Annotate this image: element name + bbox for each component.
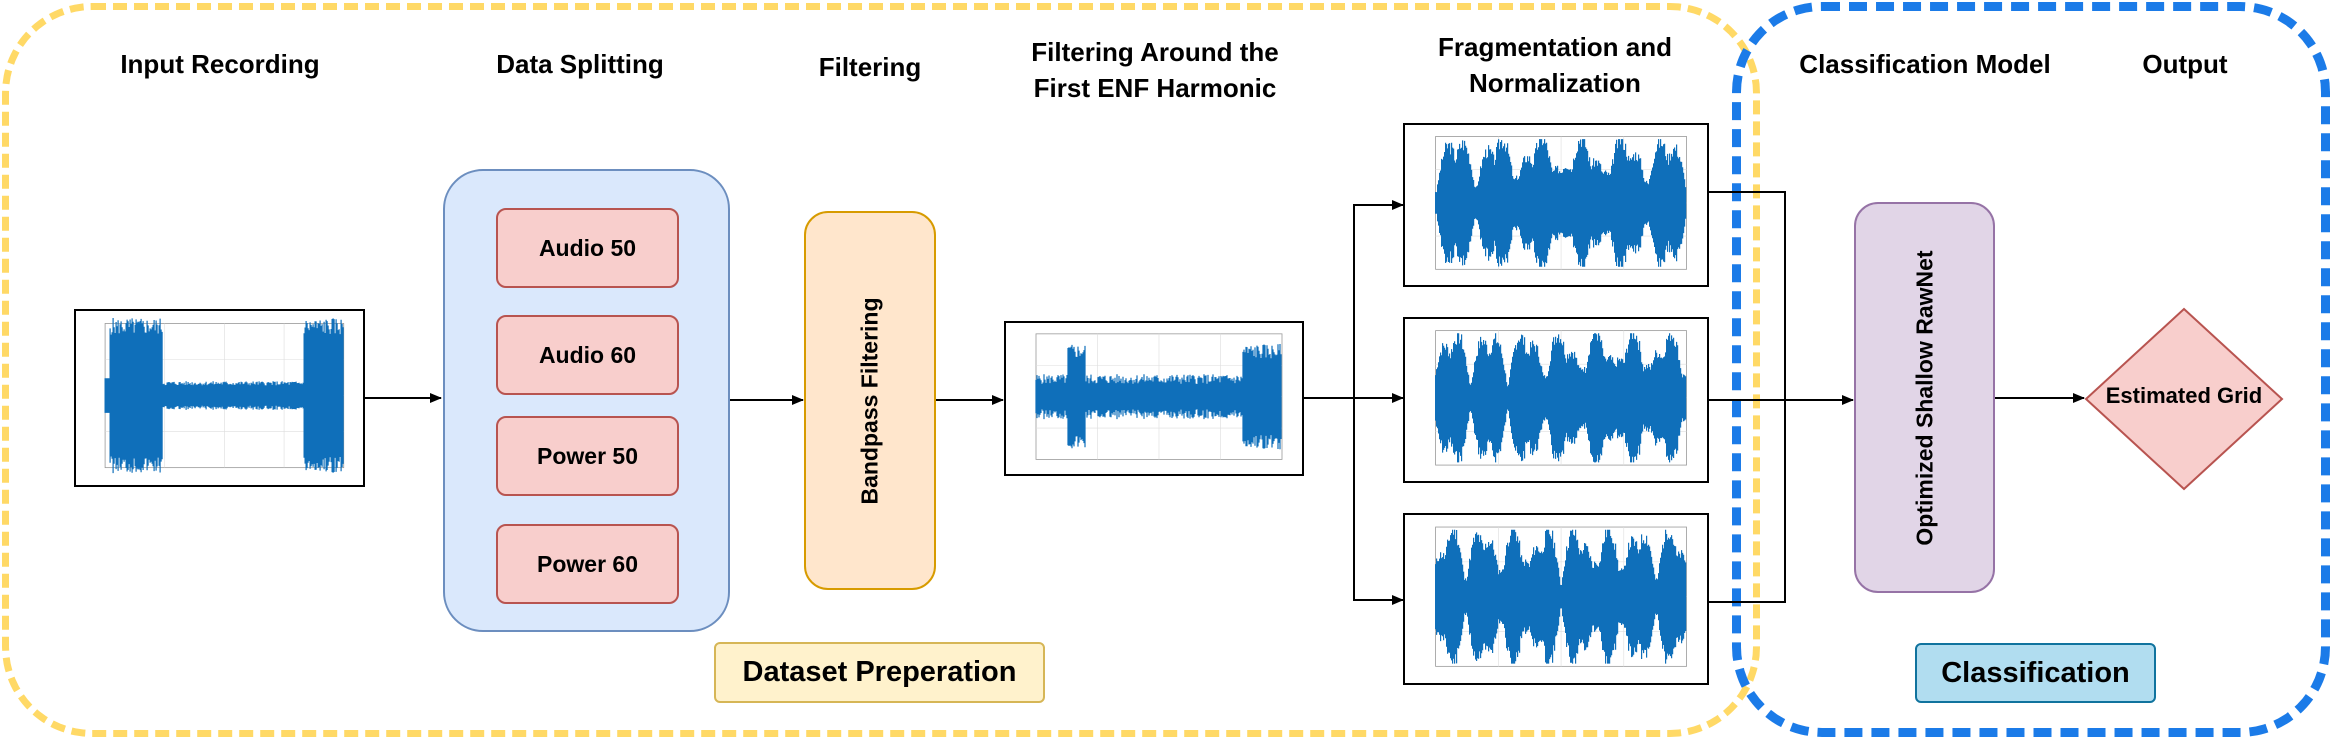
fragment-plot-1	[1403, 123, 1709, 287]
fragment-plot-3	[1403, 513, 1709, 685]
bandpass-filter-label: Bandpass Filtering	[856, 296, 883, 505]
data-splitting-panel: Audio 50 Audio 60 Power 50 Power 60	[443, 169, 730, 632]
line-fragment-bottom-out	[1708, 400, 1786, 603]
classification-model-box: Optimized Shallow RawNet	[1854, 202, 1995, 593]
output-label: Estimated Grid	[2105, 383, 2263, 408]
line-fragment-top-out	[1708, 191, 1786, 400]
stage-title-enf-line1: Filtering Around the	[1031, 37, 1279, 67]
stage-title-input: Input Recording	[120, 49, 320, 79]
waveform-trace	[1435, 333, 1687, 463]
stage-title-enf: Filtering Around the First ENF Harmonic	[1000, 34, 1310, 106]
split-power-60: Power 60	[496, 524, 679, 604]
split-audio-60: Audio 60	[496, 315, 679, 395]
waveform-trace	[1035, 344, 1282, 450]
waveform-trace	[104, 318, 344, 474]
fragment-plot-2	[1403, 317, 1709, 483]
stage-title-filtering: Filtering	[818, 52, 922, 82]
waveform-trace	[1435, 529, 1687, 664]
stage-title-output: Output	[2142, 49, 2228, 79]
bandpass-filter-box: Bandpass Filtering	[804, 211, 936, 590]
stage-title-model: Classification Model	[1799, 49, 2051, 79]
classification-group	[1732, 2, 2330, 737]
classification-model-label: Optimized Shallow RawNet	[1911, 249, 1937, 546]
input-recording-plot	[74, 309, 365, 487]
stage-title-enf-line2: First ENF Harmonic	[1033, 73, 1277, 103]
split-power-50: Power 50	[496, 416, 679, 496]
arrow-to-fragment-bottom	[1353, 398, 1404, 605]
classification-badge: Classification	[1915, 643, 2156, 703]
dataset-preparation-group	[2, 3, 1760, 737]
split-audio-50: Audio 50	[496, 208, 679, 288]
arrow-to-fragment-top	[1353, 200, 1404, 398]
enf-filtered-plot	[1004, 321, 1304, 476]
dataset-preparation-badge: Dataset Preperation	[714, 642, 1045, 703]
stage-title-frag-line2: Normalization	[1469, 68, 1641, 98]
waveform-trace	[1435, 139, 1687, 267]
stage-title-splitting: Data Splitting	[496, 49, 664, 79]
stage-title-fragmentation: Fragmentation and Normalization	[1400, 29, 1710, 101]
output-diamond	[2084, 307, 2284, 491]
stage-title-frag-line1: Fragmentation and	[1437, 32, 1672, 62]
